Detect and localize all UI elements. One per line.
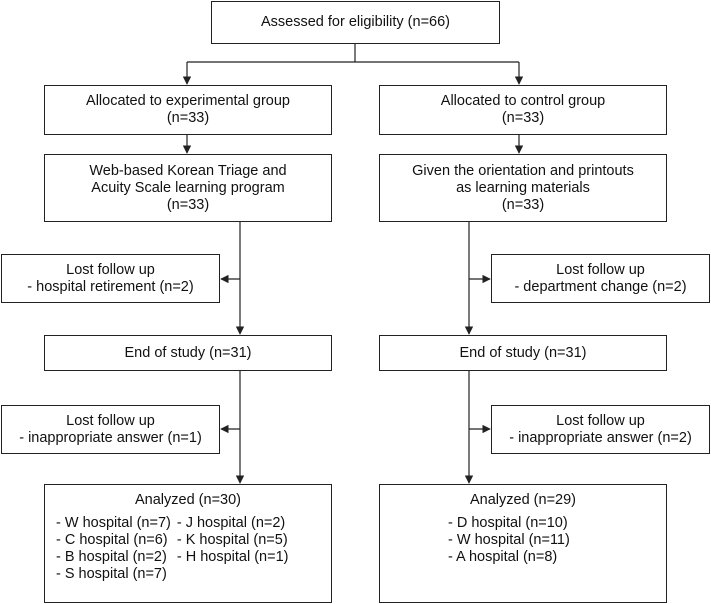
ctrl-lost2-line1: Lost follow up <box>556 412 645 429</box>
exp-lost1-box: Lost follow up - hospital retirement (n=… <box>1 254 220 303</box>
list-item: - K hospital (n=5) <box>176 532 288 548</box>
ctrl-analyzed-list: - D hospital (n=10) - W hospital (n=11) … <box>380 515 666 566</box>
exp-analyzed-title: Analyzed (n=30) <box>135 492 241 508</box>
list-item: - W hospital (n=11) <box>448 532 570 548</box>
exp-analyzed-col1: - W hospital (n=7) - C hospital (n=6) - … <box>56 515 171 583</box>
ctrl-program-line3: (n=33) <box>501 196 545 213</box>
list-item: - W hospital (n=7) <box>56 515 171 531</box>
exp-alloc-line1: Allocated to experimental group <box>86 93 290 109</box>
exp-end-text: End of study (n=31) <box>124 344 252 361</box>
ctrl-lost2-box: Lost follow up - inappropriate answer (n… <box>491 405 710 454</box>
ctrl-program-box: Given the orientation and printouts as l… <box>379 154 667 222</box>
exp-lost1-line1: Lost follow up <box>66 261 155 278</box>
exp-program-line2: Acuity Scale learning program <box>91 179 285 196</box>
exp-end-box: End of study (n=31) <box>44 335 332 371</box>
ctrl-lost1-line1: Lost follow up <box>556 261 645 278</box>
ctrl-analyzed-box: Analyzed (n=29) - D hospital (n=10) - W … <box>379 484 667 603</box>
exp-analyzed-box: Analyzed (n=30) - W hospital (n=7) - C h… <box>44 484 332 603</box>
exp-program-line1: Web-based Korean Triage and <box>89 162 287 179</box>
list-item: - A hospital (n=8) <box>448 549 558 565</box>
ctrl-alloc-box: Allocated to control group (n=33) <box>379 85 667 135</box>
ctrl-end-box: End of study (n=31) <box>379 335 667 371</box>
list-item: - H hospital (n=1) <box>176 549 289 565</box>
assessed-text: Assessed for eligibility (n=66) <box>261 14 450 30</box>
assessed-box: Assessed for eligibility (n=66) <box>211 1 500 44</box>
exp-lost1-line2: - hospital retirement (n=2) <box>27 278 194 295</box>
list-item: - C hospital (n=6) <box>56 532 168 548</box>
ctrl-end-text: End of study (n=31) <box>459 344 587 361</box>
list-item: - D hospital (n=10) <box>448 515 568 531</box>
ctrl-lost1-line2: - department change (n=2) <box>514 278 687 295</box>
exp-lost2-box: Lost follow up - inappropriate answer (n… <box>1 405 220 454</box>
ctrl-lost1-box: Lost follow up - department change (n=2) <box>491 254 710 303</box>
exp-alloc-box: Allocated to experimental group (n=33) <box>44 85 332 135</box>
ctrl-alloc-line2: (n=33) <box>501 110 545 126</box>
exp-program-line3: (n=33) <box>166 196 210 213</box>
exp-analyzed-lists: - W hospital (n=7) - C hospital (n=6) - … <box>56 515 331 583</box>
list-item: - B hospital (n=2) <box>56 549 167 565</box>
ctrl-program-line1: Given the orientation and printouts <box>412 162 634 179</box>
exp-lost2-line1: Lost follow up <box>66 412 155 429</box>
exp-lost2-line2: - inappropriate answer (n=1) <box>19 429 202 446</box>
ctrl-lost2-line2: - inappropriate answer (n=2) <box>509 429 692 446</box>
exp-alloc-line2: (n=33) <box>166 110 210 126</box>
exp-program-box: Web-based Korean Triage and Acuity Scale… <box>44 154 332 222</box>
ctrl-alloc-line1: Allocated to control group <box>440 93 606 109</box>
exp-analyzed-col2: - J hospital (n=2) - K hospital (n=5) - … <box>177 515 289 583</box>
ctrl-program-line2: as learning materials <box>456 179 590 196</box>
list-item: - J hospital (n=2) <box>176 515 286 531</box>
list-item: - S hospital (n=7) <box>56 566 167 582</box>
ctrl-analyzed-title: Analyzed (n=29) <box>470 492 576 508</box>
